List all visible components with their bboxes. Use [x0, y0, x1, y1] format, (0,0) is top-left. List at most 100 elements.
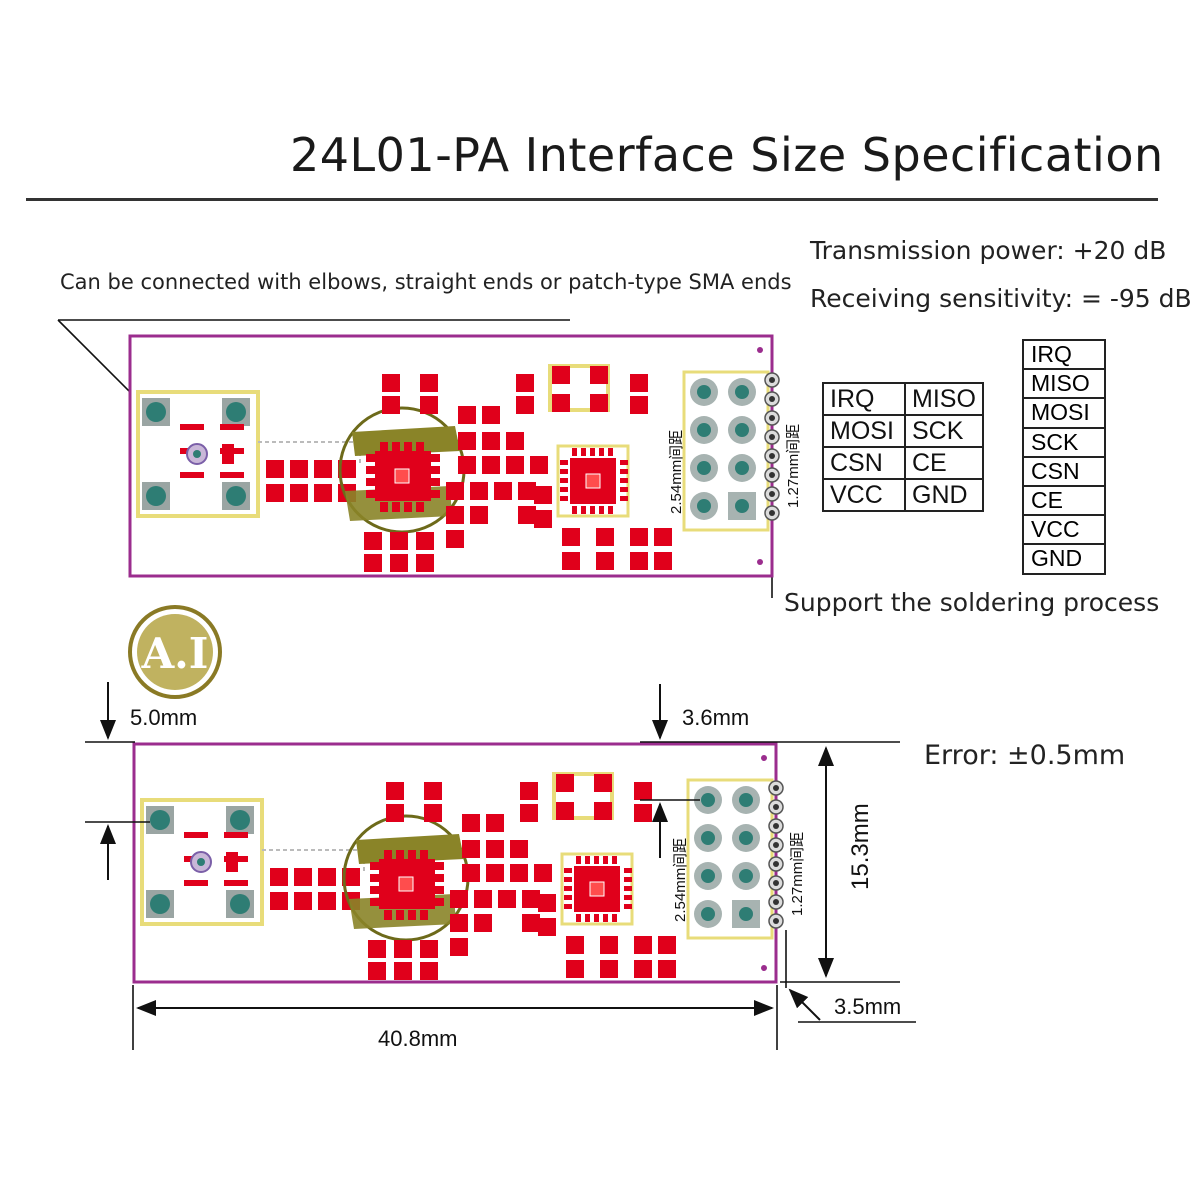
sma-hole [226, 486, 246, 506]
ai-logo: A.I [128, 605, 222, 699]
header-pin-hole [697, 461, 711, 475]
smd-pad [424, 804, 442, 822]
fine-pitch-hole [773, 804, 779, 810]
smd-pad [585, 914, 590, 922]
smd-pad [394, 940, 412, 958]
smd-pad [590, 366, 608, 384]
smd-pad [581, 506, 586, 514]
dim-label-header-offset: 3.6mm [682, 705, 749, 730]
smd-pad [180, 472, 204, 478]
smd-pad [624, 904, 632, 909]
smd-pad [180, 424, 204, 430]
smd-pad [450, 938, 468, 956]
smd-pad [420, 850, 428, 860]
smd-pad [446, 482, 464, 500]
smd-pad [658, 936, 676, 954]
smd-pad [634, 804, 652, 822]
fine-pitch-hole [769, 434, 775, 440]
header-pin-hole [739, 793, 753, 807]
smd-pad [430, 478, 440, 486]
header-pin-hole [739, 869, 753, 883]
smd-pad [516, 374, 534, 392]
smd-pad [594, 914, 599, 922]
smd-pad [564, 868, 572, 873]
smd-pad [404, 442, 412, 452]
pa-chip-center [394, 468, 410, 484]
smd-pad [434, 874, 444, 882]
smd-pad [594, 856, 599, 864]
pin-grid-cell: MOSI [822, 414, 906, 448]
smd-pad [562, 552, 580, 570]
smd-pad [380, 442, 388, 452]
pa-silk-band [356, 834, 464, 864]
pin-list-item: CSN [1024, 458, 1104, 487]
smd-pad [458, 432, 476, 450]
smd-pad [522, 914, 540, 932]
smd-pad [390, 554, 408, 572]
smd-pad [624, 886, 632, 891]
sma-silkscreen [140, 798, 264, 926]
pin-list-item: GND [1031, 545, 1083, 572]
smd-pad [518, 506, 536, 524]
header-pin-hole [735, 499, 749, 513]
smd-pad [380, 502, 388, 512]
smd-pad [342, 868, 360, 886]
header-pin-hole [697, 499, 711, 513]
fine-pitch-hole [769, 396, 775, 402]
smd-pad [386, 804, 404, 822]
board-dot [761, 755, 767, 761]
smd-pad [416, 532, 434, 550]
smd-pad [581, 448, 586, 456]
fine-pitch-hole [773, 899, 779, 905]
smd-pad [620, 478, 628, 483]
smd-pad [620, 487, 628, 492]
smd-pad [266, 460, 284, 478]
note-sma: Can be connected with elbows, straight e… [60, 270, 792, 294]
smd-pad [516, 396, 534, 414]
smd-pad [624, 877, 632, 882]
smd-pad [560, 460, 568, 465]
smd-pad [534, 486, 552, 504]
dim-label-edge-offset: 3.5mm [834, 994, 901, 1019]
pin-grid-cell: IRQ [822, 382, 906, 416]
smd-pad [599, 506, 604, 514]
smd-pad [222, 444, 234, 464]
fine-pitch-hole [773, 861, 779, 867]
smd-pad [314, 460, 332, 478]
smd-pad [394, 962, 412, 980]
smd-pad [294, 892, 312, 910]
smd-pad [560, 469, 568, 474]
smd-pad [506, 456, 524, 474]
crystal-silkscreen [552, 772, 614, 820]
smd-pad [534, 510, 552, 528]
smd-pad [634, 960, 652, 978]
smd-pad [370, 886, 380, 894]
pitch-label-254: 2.54mm间距 [668, 430, 685, 514]
smd-pad [408, 910, 416, 920]
board-dot [761, 965, 767, 971]
smd-pad [494, 482, 512, 500]
smd-pad [560, 487, 568, 492]
smd-pad [474, 914, 492, 932]
smd-pad [434, 886, 444, 894]
fine-pitch-hole [769, 377, 775, 383]
smd-pad [630, 528, 648, 546]
smd-pad [603, 914, 608, 922]
dim-label-height: 15.3mm [847, 803, 874, 890]
smd-pad [470, 482, 488, 500]
pin-grid-cell: VCC [822, 478, 906, 512]
smd-pad [396, 910, 404, 920]
smd-pad [416, 502, 424, 512]
smd-pad [486, 840, 504, 858]
smd-pad [482, 432, 500, 450]
smd-pad [474, 890, 492, 908]
header-pin-hole [735, 461, 749, 475]
smd-pad [510, 840, 528, 858]
ai-logo-text: A.I [141, 629, 209, 678]
sma-hole [150, 894, 170, 914]
smd-pad [220, 472, 244, 478]
smd-pad [594, 774, 612, 792]
smd-pad [552, 394, 570, 412]
smd-pad [430, 454, 440, 462]
smd-pad [368, 940, 386, 958]
